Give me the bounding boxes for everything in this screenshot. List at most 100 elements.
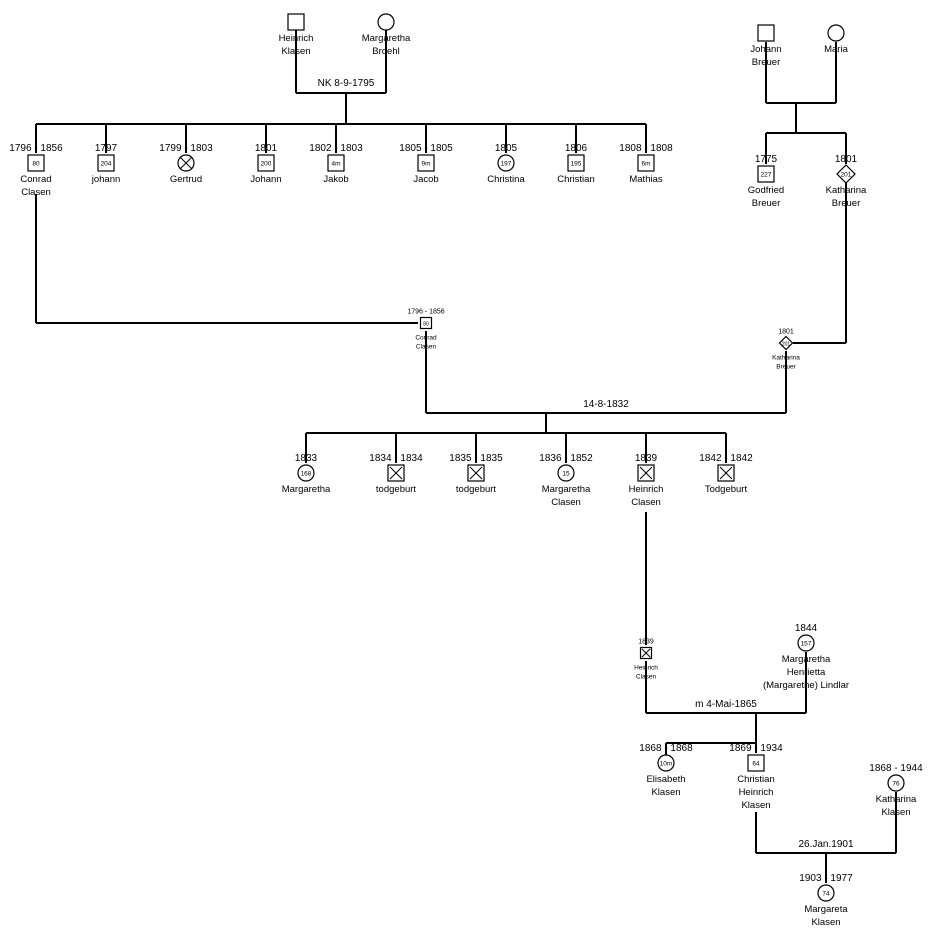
person-dates: 1869 - 1934 xyxy=(729,743,783,754)
person-name-line: Broehl xyxy=(372,46,399,57)
person-dates: 1844 xyxy=(795,623,818,634)
female-circle-icon: 157 xyxy=(797,634,815,652)
female-circle-icon: 197 xyxy=(497,154,515,172)
female-circle-icon: 10m xyxy=(657,754,675,772)
person-name-line: Breuer xyxy=(752,198,781,209)
person-id-label: 195 xyxy=(571,161,582,168)
person-name-line: Clasen xyxy=(636,674,657,681)
person-dates: 1808 - 1808 xyxy=(619,143,673,154)
person-dates: 1775 xyxy=(755,154,778,165)
person-dates: 1835 - 1835 xyxy=(449,453,503,464)
person-id-label: 197 xyxy=(501,161,512,168)
person-name-line: Klasen xyxy=(281,46,310,57)
person-id-label: 64 xyxy=(752,761,760,768)
person-todgeburt1835[interactable]: 1835 - 1835 todgeburt xyxy=(449,453,503,495)
person-maria[interactable]: Maria xyxy=(824,24,849,55)
female-circle-icon xyxy=(177,154,195,172)
person-id-label: 9m xyxy=(421,161,430,168)
person-name-line: Heinrich xyxy=(739,787,774,798)
person-name-line: Klasen xyxy=(651,787,680,798)
person-name-line: Conrad xyxy=(20,174,51,185)
person-name-line: Gertrud xyxy=(170,174,202,185)
male-square-icon xyxy=(717,464,735,482)
person-dates: 1801 xyxy=(778,329,794,336)
person-name-line: Klasen xyxy=(881,807,910,818)
person-name-line: Clasen xyxy=(551,497,581,508)
female-circle-icon: 74 xyxy=(817,884,835,902)
person-name-line: Klasen xyxy=(811,917,840,928)
person-dates: 1805 - 1805 xyxy=(399,143,453,154)
person-dates: 1801 xyxy=(835,154,858,165)
person-dates: 1868 - 1868 xyxy=(639,743,693,754)
person-name-line: Margareta xyxy=(804,904,848,915)
person-name-line: Heinrich xyxy=(634,665,658,672)
person-name-line: todgeburt xyxy=(456,484,497,495)
person-dates: 1903 - 1977 xyxy=(799,873,853,884)
person-dates: 1802 - 1803 xyxy=(309,143,363,154)
person-name-line: Godfried xyxy=(748,185,784,196)
person-name-line: Margaretha xyxy=(362,33,411,44)
person-id-label: 201 xyxy=(782,342,791,348)
female-circle-icon: 15 xyxy=(557,464,575,482)
person-id-label: 74 xyxy=(822,891,830,898)
union-date-label: m 4-Mai-1865 xyxy=(695,699,757,710)
person-name-line: Henrietta xyxy=(787,667,826,678)
male-square-icon: 227 xyxy=(757,165,775,183)
person-dates: 1839 xyxy=(635,453,658,464)
male-square-icon xyxy=(387,464,405,482)
person-name-line: Mathias xyxy=(629,174,663,185)
person-id-label: 204 xyxy=(101,161,112,168)
person-todgeburt1834[interactable]: 1834 - 1834 todgeburt xyxy=(369,453,423,495)
male-square-icon: 195 xyxy=(567,154,585,172)
person-name-line: todgeburt xyxy=(376,484,417,495)
person-id-label: 10m xyxy=(660,761,673,768)
person-dates: 1805 xyxy=(495,143,518,154)
female-circle-icon xyxy=(827,24,845,42)
person-name-line: Johann xyxy=(250,174,281,185)
male-square-icon xyxy=(757,24,775,42)
person-name-line: Christina xyxy=(487,174,525,185)
male-square-icon: 9m xyxy=(417,154,435,172)
person-name-line: Elisabeth xyxy=(646,774,685,785)
male-square-icon: 80 xyxy=(27,154,45,172)
person-name-line: Christian xyxy=(557,174,595,185)
person-name-line: Todgeburt xyxy=(705,484,748,495)
person-dates: 1834 - 1834 xyxy=(369,453,423,464)
person-id-label: 6m xyxy=(641,161,650,168)
person-id-label: 227 xyxy=(761,172,772,179)
person-name-line: Katharina xyxy=(876,794,917,805)
unknown-diamond-icon: 201 xyxy=(836,164,856,184)
person-dates: 1799 - 1803 xyxy=(159,143,213,154)
person-id-label: 15 xyxy=(562,471,570,478)
union-date-label: 14-8-1832 xyxy=(583,399,629,410)
male-square-icon xyxy=(287,13,305,31)
person-name-line: johann xyxy=(91,174,121,185)
